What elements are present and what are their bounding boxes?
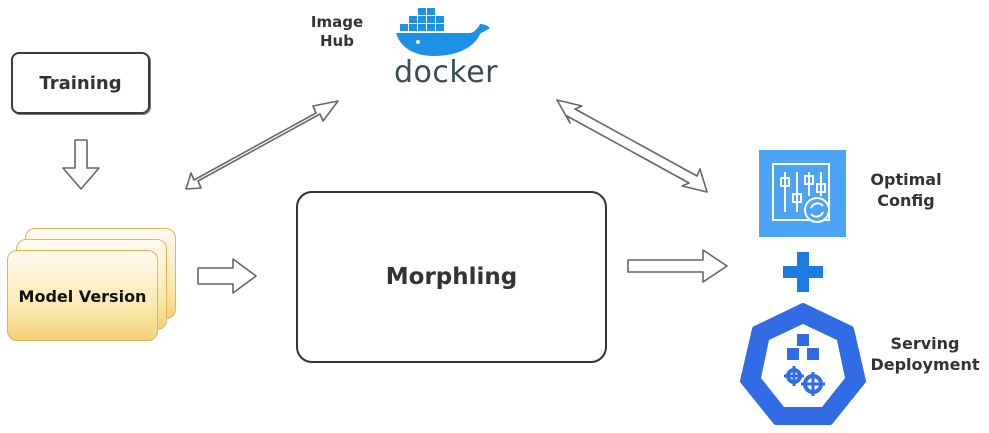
model-version-card-front (7, 250, 158, 341)
morphling-to-output-arrow (627, 249, 728, 283)
kubernetes-cubes-icon (740, 303, 866, 425)
docker-wordmark: docker (394, 55, 498, 90)
optimal-config-label: Optimal Config (870, 170, 942, 210)
left-bidirectional-arrow (185, 100, 339, 190)
training-label: Training (39, 72, 122, 94)
training-down-arrow (62, 139, 100, 190)
morphling-box: Morphling (296, 191, 607, 363)
morphling-label: Morphling (385, 264, 518, 290)
training-box: Training (11, 52, 150, 114)
right-bidirectional-arrow (556, 99, 708, 193)
plus-icon (783, 252, 823, 292)
config-sliders-icon (759, 150, 846, 237)
serving-deployment-label: Serving Deployment (870, 334, 980, 374)
model-version-label: Model Version (18, 287, 147, 306)
model-to-morphling-arrow (197, 258, 257, 294)
image-hub-label: Image Hub (310, 13, 364, 50)
docker-whale-icon (396, 8, 490, 56)
